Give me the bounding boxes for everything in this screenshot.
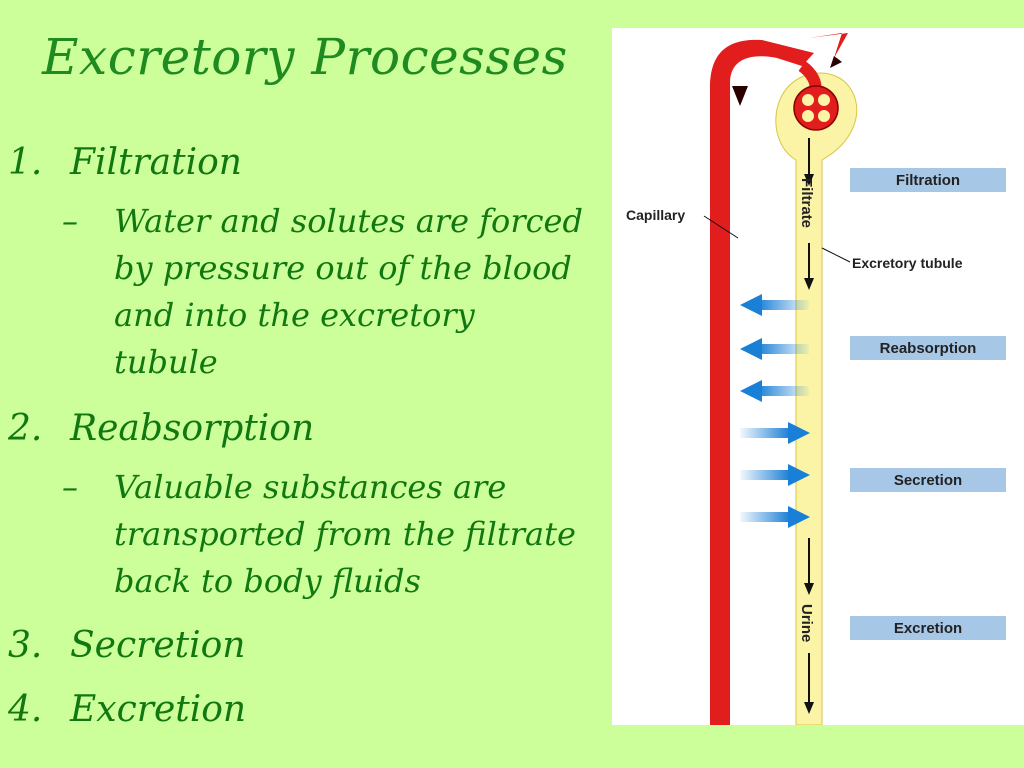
item-label-reabsorption: Reabsorption [70, 408, 315, 449]
detail-line: transported from the filtrate [114, 515, 576, 553]
diagram-svg: Filtrate Urine Capillary [626, 33, 1006, 725]
dash-bullet: – [62, 468, 78, 506]
secretion-box-label: Secretion [894, 472, 962, 489]
glomerulus [793, 85, 839, 131]
process-list: 1. Filtration – Water and solutes are fo… [8, 142, 598, 745]
item-label-secretion: Secretion [70, 625, 246, 666]
secretion-box: Secretion [850, 468, 1006, 492]
detail-line: tubule [114, 343, 218, 381]
reabsorption-box: Reabsorption [850, 336, 1006, 360]
list-item: 1. Filtration [8, 142, 598, 198]
reabsorption-detail: – Valuable substances are transported fr… [62, 464, 594, 605]
detail-line: back to body fluids [114, 562, 421, 600]
urine-flow-arrow [804, 538, 814, 714]
item-label-excretion: Excretion [70, 689, 247, 730]
slide-title: Excretory Processes [42, 28, 568, 86]
item-number: 3. [8, 625, 43, 666]
excretory-diagram: Filtrate Urine Capillary [612, 28, 1024, 725]
item-number: 4. [8, 689, 43, 730]
excretory-tubule-label: Excretory tubule [852, 255, 963, 271]
reabsorption-box-label: Reabsorption [880, 340, 977, 357]
excretion-box: Excretion [850, 616, 1006, 640]
detail-line: Valuable substances are [114, 468, 507, 506]
detail-line: by pressure out of the blood [114, 249, 572, 287]
item-label-filtration: Filtration [70, 142, 242, 183]
excretory-tubule [775, 72, 858, 725]
filtration-detail: – Water and solutes are forced by pressu… [62, 198, 594, 386]
list-item: 3. Secretion [8, 625, 598, 689]
excretion-box-label: Excretion [894, 620, 962, 637]
item-number: 2. [8, 408, 43, 449]
reabsorption-arrows [740, 294, 809, 402]
detail-line: and into the excretory [114, 296, 475, 334]
filtration-box-label: Filtration [896, 172, 960, 189]
filtrate-label: Filtrate [798, 178, 815, 228]
capillary-leader-line [703, 215, 739, 239]
filtration-box: Filtration [850, 168, 1006, 192]
list-item: 2. Reabsorption [8, 408, 598, 464]
filtrate-flow-arrow [804, 138, 814, 290]
secretion-arrows [740, 422, 810, 528]
capillary-label: Capillary [626, 207, 685, 223]
urine-label: Urine [798, 604, 815, 642]
detail-line: Water and solutes are forced [114, 202, 583, 240]
blood-flow-arrow [732, 86, 748, 106]
item-number: 1. [8, 142, 43, 183]
tubule-leader-line [821, 247, 851, 263]
dash-bullet: – [62, 202, 78, 240]
list-item: 4. Excretion [8, 689, 598, 745]
